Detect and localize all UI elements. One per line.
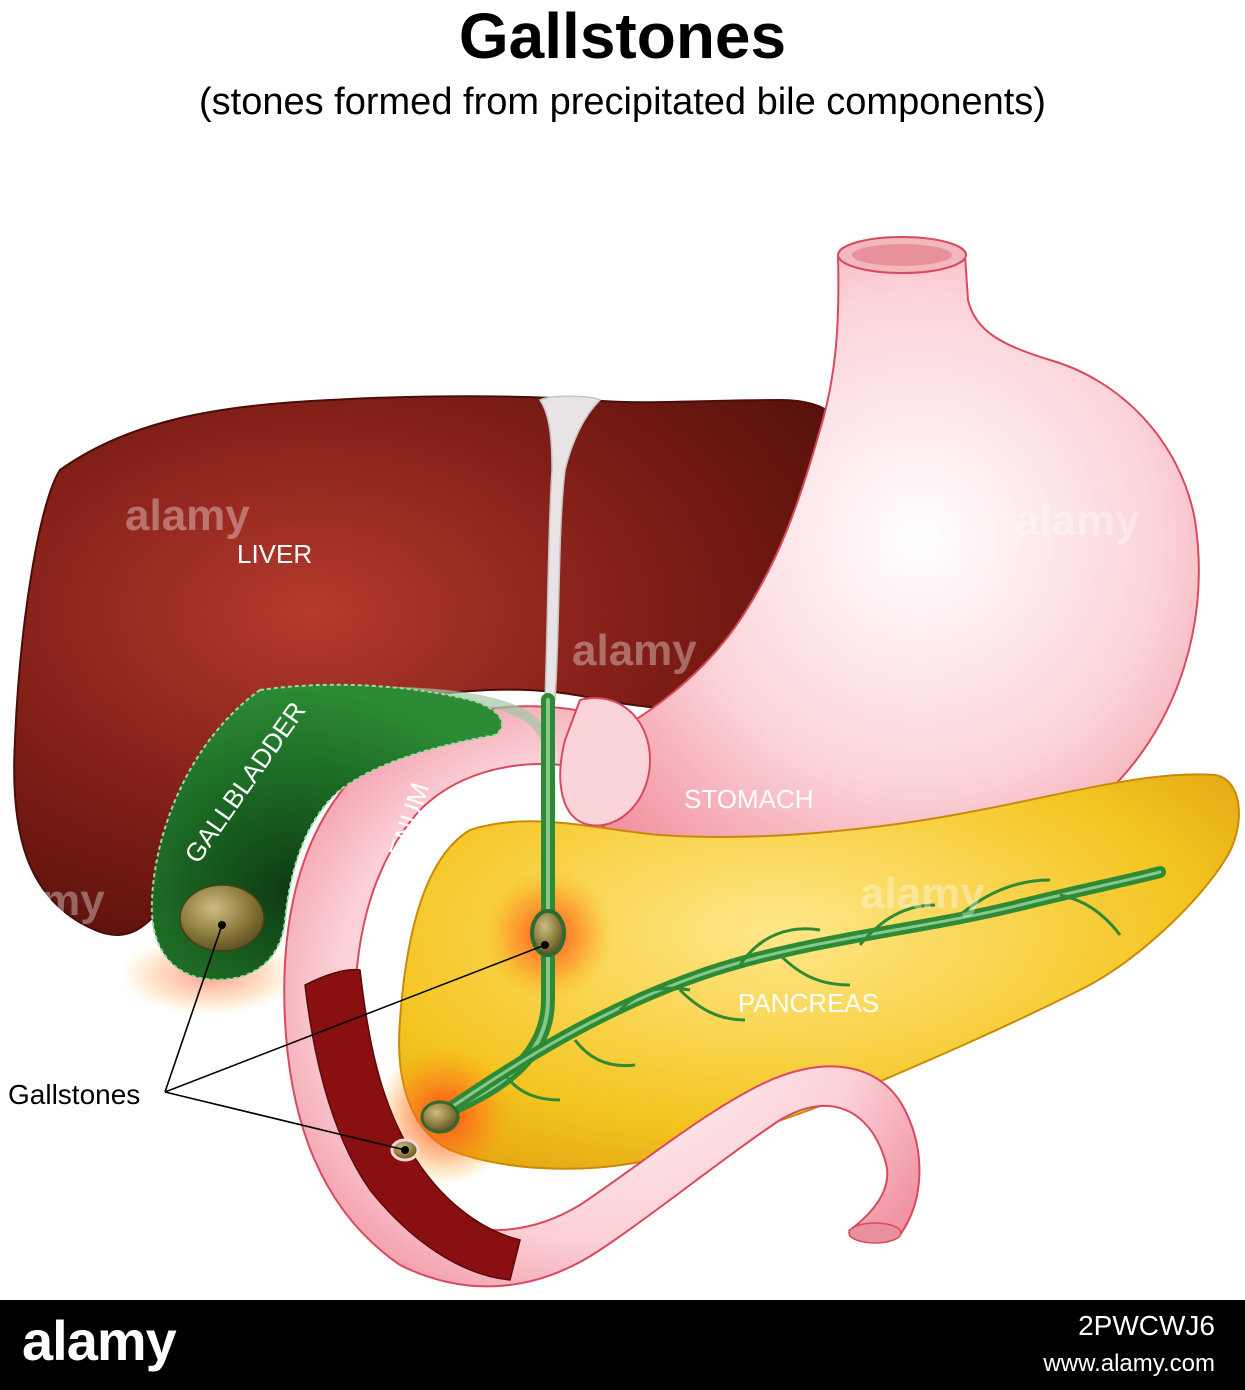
watermark-3: alamy [1015, 496, 1140, 545]
gallstone-gallbladder [179, 884, 265, 952]
watermark-2: alamy [572, 626, 697, 675]
label-stomach: STOMACH [684, 784, 814, 814]
duodenum-lumen [304, 968, 521, 1281]
label-gallstones: Gallstones [8, 1079, 140, 1110]
image-id: 2PWCWJ6 [1078, 1310, 1215, 1341]
falciform-ligament [538, 395, 602, 701]
diagram-title: Gallstones [458, 0, 787, 72]
esophagus-lumen [852, 244, 952, 266]
label-liver: LIVER [237, 539, 312, 569]
anatomy-diagram: alamy alamy alamy alamy alamy LIVER STOM… [0, 236, 1240, 1288]
pancreatic-duct-inner [438, 870, 1162, 1117]
pylorus [559, 697, 652, 827]
footer-url: www.alamy.com [1043, 1350, 1215, 1377]
callout-lines [164, 924, 546, 1151]
watermark-1: alamy [125, 491, 250, 540]
pancreatic-duct-branches [503, 878, 1122, 1102]
gallstone-ampulla [420, 1100, 460, 1134]
watermark-4: alamy [860, 869, 985, 918]
footer-bar: alamy 2PWCWJ6 www.alamy.com [0, 1300, 1245, 1390]
duodenum-end-opening [848, 1222, 902, 1244]
gallstone-common-duct [530, 909, 566, 957]
watermark-5: alamy [0, 876, 105, 925]
alamy-logo: alamy [22, 1309, 177, 1372]
diagram-subtitle: (stones formed from precipitated bile co… [199, 81, 1046, 123]
label-pancreas: PANCREAS [738, 988, 879, 1018]
